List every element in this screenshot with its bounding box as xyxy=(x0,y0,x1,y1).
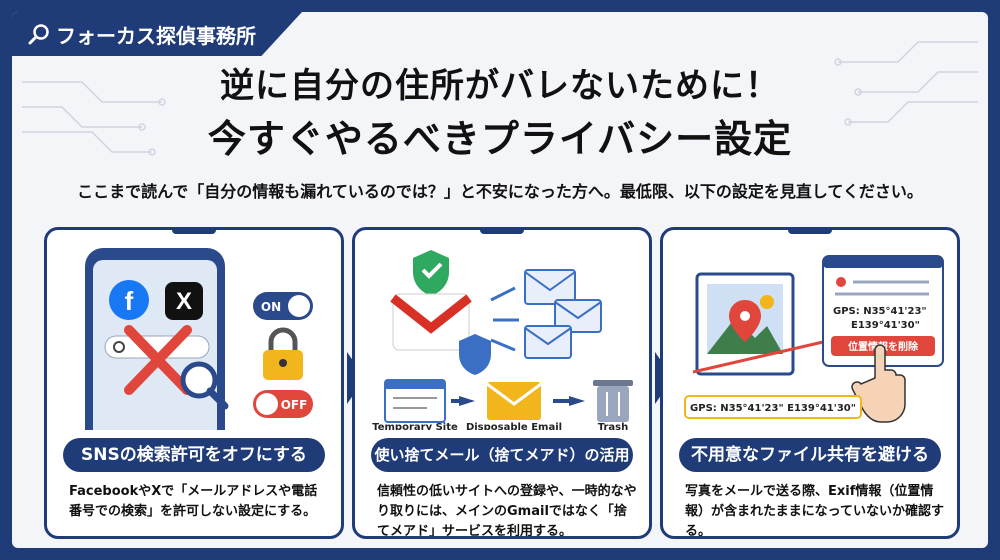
envelope-icon xyxy=(524,269,602,359)
circuit-decoration-right xyxy=(834,41,978,126)
svg-text:f: f xyxy=(125,286,134,316)
card-heading: 不用意なファイル共有を避ける xyxy=(679,438,941,472)
gps-latitude: GPS: N35°41'23" xyxy=(833,306,927,317)
card-body: 写真をメールで送る際、Exif情報（位置情報）が含まれたままになっていないか確認… xyxy=(685,484,944,539)
card-disposable-email: Temporary Site Disposable Email Trash 使い… xyxy=(352,227,652,539)
gps-longitude: E139°41'30" xyxy=(851,320,920,331)
x-icon: X xyxy=(165,282,203,320)
card-heading: 使い捨てメール（捨てメアド）の活用 xyxy=(371,438,633,472)
sns-illustration: f X ON OFF xyxy=(85,248,313,430)
hand-pointer-icon xyxy=(851,344,906,423)
card-tab xyxy=(172,230,216,234)
title-line-2: 今すぐやるべきプライバシー設定 xyxy=(207,117,793,161)
title-line-1: 逆に自分の住所がバレないために！ xyxy=(220,66,780,106)
yellow-envelope-icon xyxy=(486,382,542,420)
circuit-decoration-left xyxy=(22,81,166,156)
search-icon xyxy=(180,361,229,410)
browser-icon xyxy=(384,379,446,423)
lead-text: ここまで読んで「自分の情報も漏れているのでは？」と不安になった方へ。最低限、以下… xyxy=(77,182,923,201)
shield-icon xyxy=(459,334,491,375)
label-temporary-site: Temporary Site xyxy=(372,422,458,430)
card-sns-search: f X ON OFF SNSの検索許可をオフにする FacebookやXで「メー… xyxy=(44,227,344,539)
card-file-sharing: GPS: N35°41'23" E139°41'30" 位置情報を削除 GPS:… xyxy=(660,227,960,539)
toggle-off-icon: OFF xyxy=(253,390,313,418)
brand-banner: フォーカス探偵事務所 xyxy=(12,12,302,56)
pin-small-icon xyxy=(836,277,846,287)
magnifier-icon xyxy=(28,24,49,45)
svg-text:X: X xyxy=(176,288,192,315)
brand-name: フォーカス探偵事務所 xyxy=(56,23,256,48)
shield-check-icon xyxy=(413,250,449,296)
cross-icon xyxy=(124,325,192,395)
card-tab xyxy=(480,230,524,234)
card-body: 信頼性の低いサイトへの登録や、一時的なやり取りには、メインのGmailではなく「… xyxy=(377,484,637,539)
trash-icon xyxy=(593,380,633,422)
infographic: フォーカス探偵事務所 逆に自分の住所がバレないために！ 今すぐやるべきプライバシ… xyxy=(12,12,988,548)
svg-text:ON: ON xyxy=(261,300,281,314)
facebook-icon: f xyxy=(109,280,149,320)
card-heading: SNSの検索許可をオフにする xyxy=(63,438,325,472)
location-pin-icon xyxy=(729,300,761,342)
toggle-on-icon: ON xyxy=(253,292,313,320)
label-disposable-email: Disposable Email xyxy=(466,422,562,430)
gps-banner: GPS: N35°41'23" E139°41'30" xyxy=(690,403,856,414)
gmail-icon xyxy=(390,293,472,351)
card-body: FacebookやXで「メールアドレスや電話番号での検索」を許可しない設定にする… xyxy=(69,484,318,519)
lock-icon xyxy=(263,327,303,380)
card-tab xyxy=(788,230,832,234)
svg-text:OFF: OFF xyxy=(281,398,308,412)
label-trash: Trash xyxy=(598,422,628,430)
photo-exif-illustration: GPS: N35°41'23" E139°41'30" 位置情報を削除 GPS:… xyxy=(684,255,944,423)
photo-icon xyxy=(695,272,795,376)
email-illustration: Temporary Site Disposable Email Trash xyxy=(372,250,633,430)
